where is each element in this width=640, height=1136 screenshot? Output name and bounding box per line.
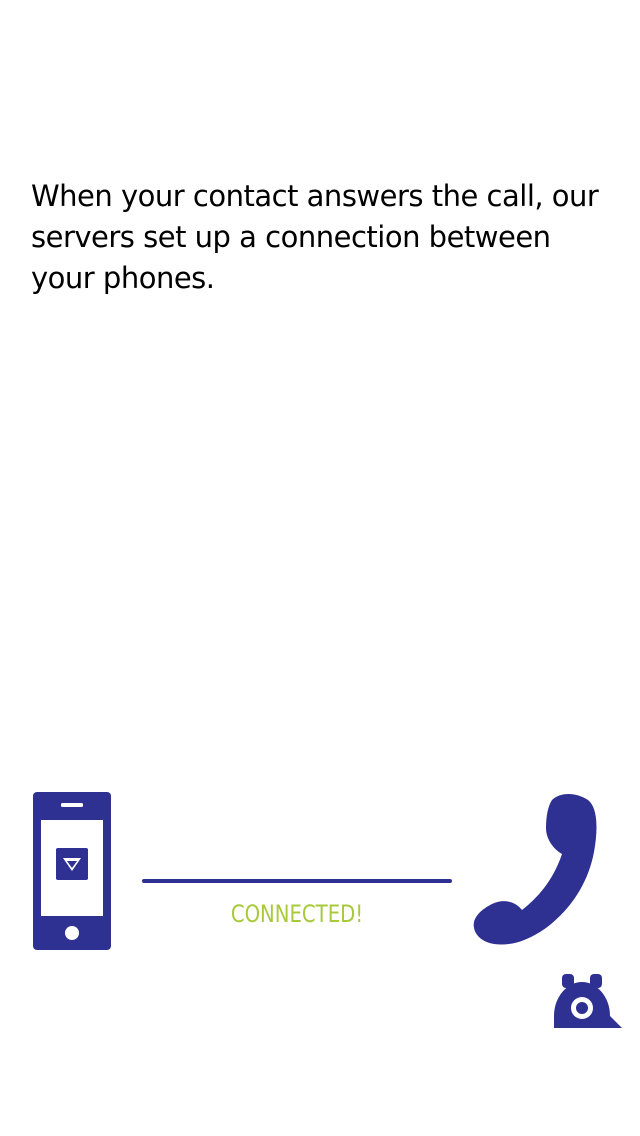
smartphone-icon	[33, 792, 111, 950]
app-logo-icon	[56, 848, 88, 880]
connected-status-label: CONNECTED!	[230, 900, 364, 928]
connection-line	[142, 879, 452, 883]
connection-illustration: CONNECTED!	[0, 780, 640, 1040]
rotary-phone-icon	[554, 974, 622, 1028]
phone-handset-icon	[473, 794, 597, 945]
intro-description: When your contact answers the call, our …	[31, 179, 599, 295]
